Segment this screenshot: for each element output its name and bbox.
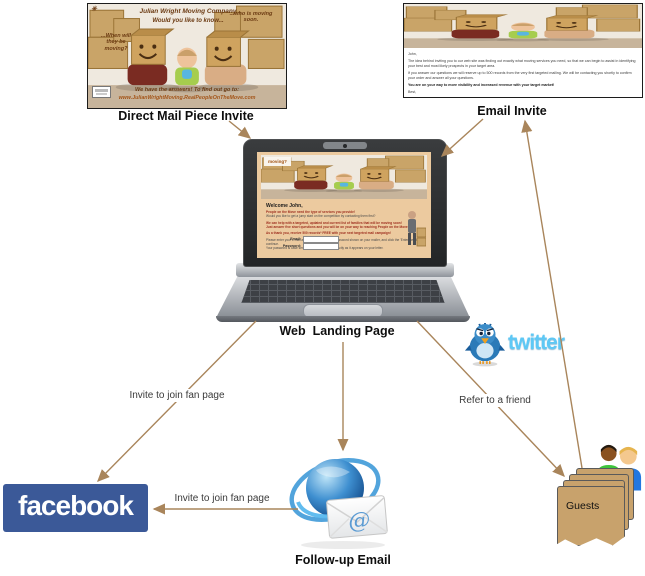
postcard-headline-1: Julian Wright Moving Company	[139, 8, 237, 15]
facebook-wordmark: facebook	[18, 489, 134, 521]
followup-email-icon: @	[289, 458, 388, 549]
postcard-logo-icon: ✳	[91, 6, 97, 13]
mover-character-icon	[408, 211, 426, 247]
webcam-icon	[323, 142, 367, 149]
landing-page: moving? Welcome John, People on the Move…	[257, 152, 431, 258]
twitter-bird-icon	[464, 323, 506, 367]
email-closing: Best,	[408, 90, 417, 95]
direct-mail-label: Direct Mail Piece Invite	[118, 109, 254, 123]
email-paragraph: The idea behind inviting you to our web …	[408, 59, 636, 68]
guests-label: Guests	[566, 500, 600, 512]
laptop-keyboard	[241, 280, 445, 303]
postcard-headline-2: Would you like to know...	[152, 18, 224, 24]
email-invite-card: John, The idea behind inviting you to ou…	[403, 3, 643, 98]
arrow-directmail-to-laptop	[228, 120, 252, 139]
direct-mail-postcard: ✳ Julian Wright Moving Company Would you…	[87, 3, 287, 109]
landing-line: Would you like to get a jump start on th…	[266, 214, 376, 219]
email-invite-label: Email Invite	[477, 104, 547, 118]
postcard-left-text: ...When will they be moving?	[101, 33, 131, 52]
landing-line: Just answer five short questions and you…	[266, 224, 409, 229]
laptop-front-edge	[216, 316, 470, 322]
landing-line: Please enter your e-mail address, along …	[266, 237, 419, 247]
postcard-footer-1: We have the answers! To find out go to:	[135, 87, 239, 93]
email-salutation: John,	[408, 52, 417, 56]
twitter-wordmark: twitter	[508, 331, 565, 354]
at-glyph: @	[347, 508, 371, 535]
password-field-label: Password:	[282, 244, 301, 249]
email-field-label: Email:	[290, 237, 301, 242]
password-field[interactable]	[303, 243, 339, 250]
arrow-emailinvite-to-laptop	[440, 118, 484, 157]
postage-box	[92, 86, 111, 98]
guests-cards: Guests	[556, 466, 642, 548]
postcard-right-text: ...who is moving soon.	[229, 11, 273, 24]
email-field[interactable]	[303, 236, 339, 243]
arrow-guests-to-emailinvite	[521, 119, 583, 469]
laptop-base	[216, 277, 470, 318]
landing-line: As a thank you, receive 500 records* FRE…	[266, 231, 391, 236]
landing-site-tag: moving?	[264, 157, 291, 166]
edge-label-refer-friend: Refer to a friend	[440, 394, 550, 407]
postcard-footer-url: www.JulianWrightMoving.RealPeopleOnTheMo…	[118, 95, 256, 101]
email-body: John, The idea behind inviting you to ou…	[404, 49, 642, 97]
email-paragraph: You are on your way to more visibility a…	[408, 83, 555, 88]
facebook-logo: facebook	[3, 484, 148, 532]
landing-welcome: Welcome John,	[266, 203, 303, 209]
email-paragraph: If you answer our questions we will rese…	[408, 71, 632, 80]
edge-label-invite-fan-page-1: Invite to join fan page	[127, 389, 227, 402]
landing-line: People on the Move need the type of serv…	[266, 210, 355, 214]
web-landing-label: Web Landing Page	[279, 324, 395, 338]
email-photo	[404, 4, 642, 48]
followup-email-label: Follow-up Email	[295, 553, 391, 567]
landing-line: We can help with a targeted, updated and…	[266, 220, 402, 225]
edge-label-invite-fan-page-2: Invite to join fan page	[172, 492, 272, 505]
